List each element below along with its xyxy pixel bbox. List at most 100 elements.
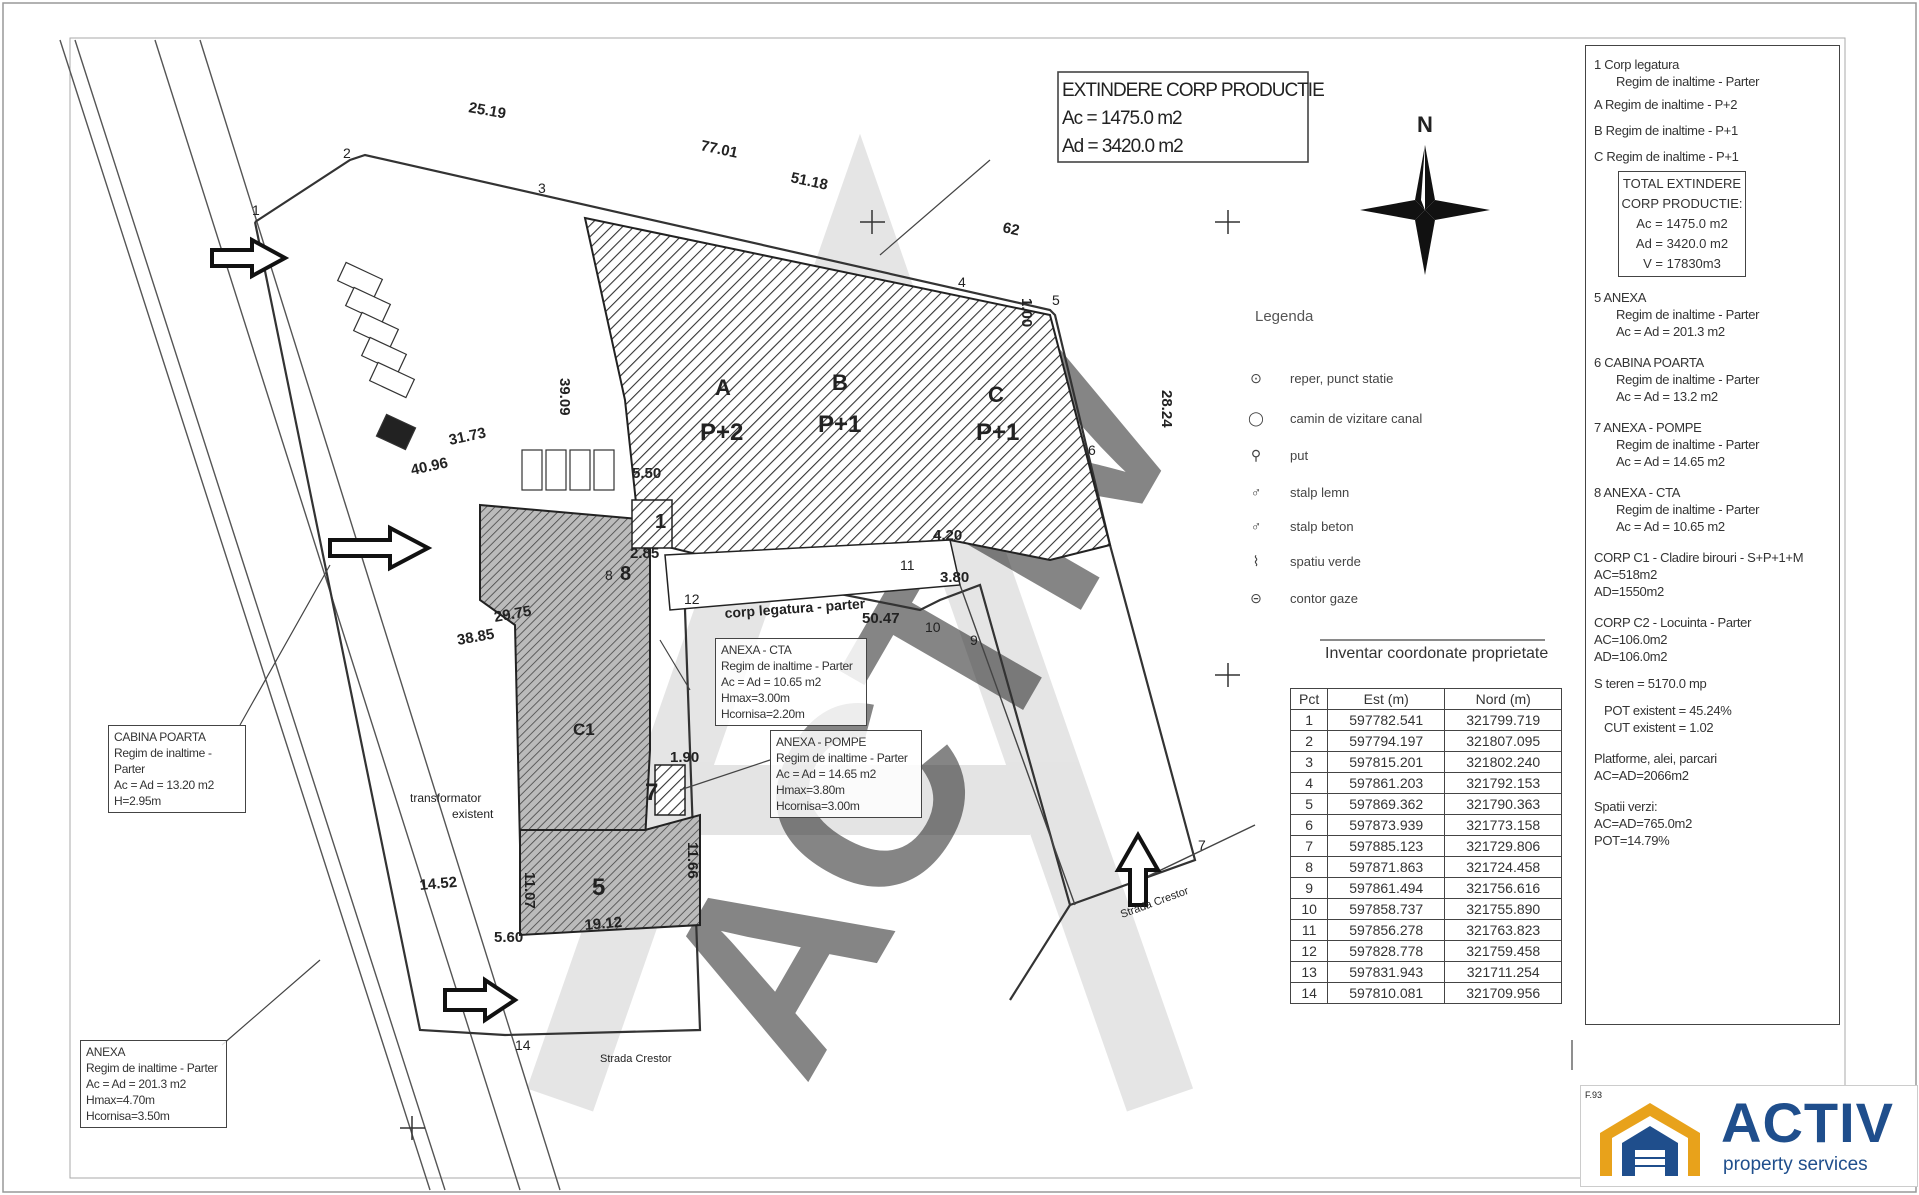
grid-crosses [400,210,1240,1140]
info-line: Regim de inaltime - Parter [1616,372,1760,387]
info-line: Regim de inaltime - Parter [1616,437,1760,452]
table-cell: 3 [1289,751,1329,773]
dim-2: 77.01 [699,137,739,161]
box-line: Regim de inaltime - Parter [776,751,908,765]
info-line: CORP C2 - Locuinta - Parter [1594,615,1752,630]
legend-item: ♂ stalp lemn [1240,484,1350,500]
header-box-ac: Ac = 1475.0 m2 [1062,108,1182,129]
building-c1 [479,503,651,847]
box-line: Ac = Ad = 13.20 m2 [114,778,215,792]
info-line: B Regim de inaltime - P+1 [1594,123,1738,138]
point-1: 1 [252,202,260,218]
company-logo: F.93 ACTIV property services [1580,1085,1918,1187]
point-9: 9 [970,632,978,648]
info-line: Ac = Ad = 201.3 m2 [1616,324,1725,339]
legend-label: camin de vizitare canal [1290,411,1423,426]
dim-5: 1.00 [1018,298,1035,327]
zone-b: B [832,370,848,395]
info-line: Spatii verzi: [1594,799,1658,814]
arrow-icon-2 [328,524,433,572]
info-line: Ac = Ad = 14.65 m2 [1616,454,1725,469]
info-line: Regim de inaltime - Parter [1616,74,1760,89]
zone-c1: C1 [573,720,595,739]
box-line: Ac = Ad = 14.65 m2 [776,767,877,781]
table-cell: 321807.095 [1444,730,1563,752]
total-line: V = 17830m3 [1643,256,1721,271]
box-line: Ac = Ad = 201.3 m2 [86,1077,187,1091]
table-cell: 597869.362 [1327,793,1446,815]
info-panel: 1 Corp legatura Regim de inaltime - Part… [1585,45,1840,1025]
zone-c-height: P+1 [976,419,1019,446]
existent-label: existent [452,807,494,821]
legend-label: stalp lemn [1290,484,1350,500]
table-cell: 12 [1289,940,1329,962]
building-1 [631,499,673,549]
box-line: Hcornisa=3.00m [776,799,860,813]
legend-label: spatiu verde [1290,554,1361,569]
legend-label: reper, punct statie [1290,371,1394,386]
table-cell: 4 [1289,772,1329,794]
dim-8: 31.73 [447,424,487,448]
table-cell: 597871.863 [1327,856,1446,878]
table-header-row: Pct Est (m) Nord (m) [1289,688,1563,710]
box-line: Ac = Ad = 10.65 m2 [721,675,822,689]
info-line: Ac = Ad = 10.65 m2 [1616,519,1725,534]
table-cell: 321709.956 [1444,982,1563,1004]
table-cell: 1 [1289,709,1329,731]
zone-c: C [988,382,1004,407]
well-icon: ⚲ [1250,447,1262,463]
dim-16: 19.12 [584,914,623,934]
box-line: H=2.95m [114,794,161,808]
header-box [1057,71,1309,163]
box-line: Parter [114,762,145,776]
gas-meter-icon: ⊝ [1250,590,1262,606]
info-line: Regim de inaltime - Parter [1616,307,1760,322]
arrow-icon-4 [1114,830,1162,907]
box-line: Hmax=4.70m [86,1093,155,1107]
zone-5: 5 [592,874,605,901]
station-point-icon: ⊙ [1250,370,1262,386]
dim-14: 14.52 [419,874,458,894]
legend-item: ⌇ spatiu verde [1240,553,1361,570]
table-cell: 597810.081 [1327,982,1446,1004]
table-cell: 321729.806 [1444,835,1563,857]
legend-item: ♂ stalp beton [1240,518,1354,534]
col-header: Est (m) [1327,688,1446,710]
box-line: ANEXA - POMPE [776,735,867,749]
boundary-points: 1 2 3 4 5 6 7 8 9 10 11 12 14 [252,145,1206,1053]
logo-subtitle: property services [1723,1154,1868,1175]
table-cell: 11 [1289,919,1329,941]
wood-pole-icon: ♂ [1250,484,1262,500]
box-line: ANEXA [86,1045,126,1059]
info-line: 8 ANEXA - CTA [1594,485,1681,500]
table-cell: 10 [1289,898,1329,920]
info-line: POT=14.79% [1594,833,1670,848]
header-box-title: EXTINDERE CORP PRODUCTIE [1062,80,1324,101]
table-cell: 597794.197 [1327,730,1446,752]
info-line: POT existent = 45.24% [1604,703,1732,718]
col-header: Pct [1289,688,1329,710]
legend-title: Legenda [1255,308,1314,325]
dim-19: 1.90 [670,749,699,766]
legend-item: ⚲ put [1240,447,1308,464]
zone-a: A [715,375,731,400]
info-line: Regim de inaltime - Parter [1616,502,1760,517]
info-line: S teren = 5170.0 mp [1594,676,1707,691]
dim-17: 11.07 [521,872,538,909]
dim-6: 28.24 [1158,390,1175,428]
point-5: 5 [1052,292,1060,308]
property-boundary [253,153,1197,1037]
logo-brand: ACTIV [1721,1091,1894,1154]
info-line: CUT existent = 1.02 [1604,720,1714,735]
total-line: CORP PRODUCTIE: [1621,196,1743,211]
anexa-box: ANEXA Regim de inaltime - Parter Ac = Ad… [80,1040,227,1128]
table-cell: 321724.458 [1444,856,1563,878]
info-line: AD=1550m2 [1594,584,1664,599]
legend-label: contor gaze [1290,591,1358,606]
